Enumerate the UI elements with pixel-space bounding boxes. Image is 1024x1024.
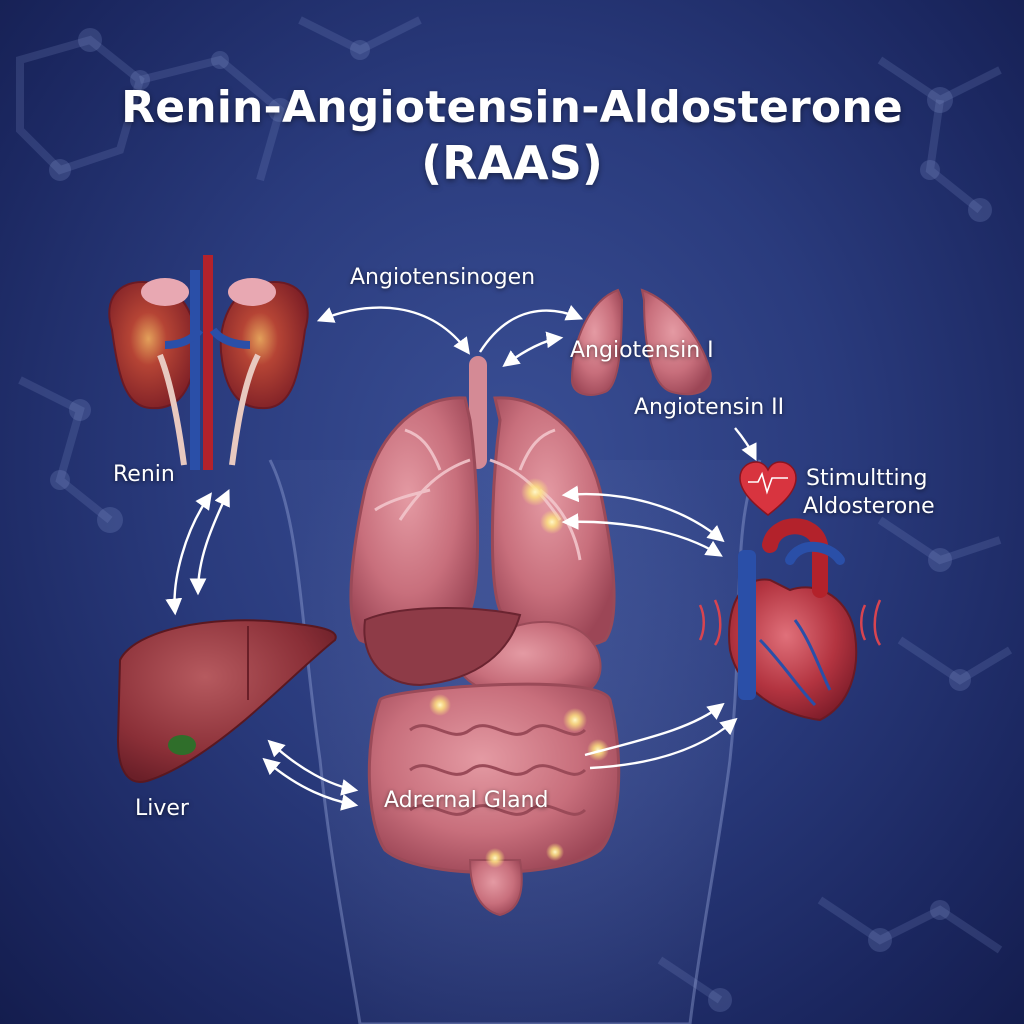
title-line-1: Renin-Angiotensin-Aldosterone xyxy=(121,82,903,133)
intestines-icon xyxy=(367,682,621,917)
heart-organ-icon xyxy=(698,518,882,722)
arrow-adrenal-heart-1 xyxy=(584,702,725,757)
heart-icon xyxy=(739,461,797,516)
label-adrenal-gland: Adrernal Gland xyxy=(384,788,549,813)
arrow-liver-adrenal-2 xyxy=(262,757,359,811)
central-liver-icon xyxy=(363,607,522,687)
lungs-small-icon xyxy=(570,288,712,396)
arrow-kidney-to-angiotensinogen xyxy=(316,306,470,355)
label-angiotensinogen: Angiotensinogen xyxy=(350,265,536,290)
pathway-arrows xyxy=(165,304,757,811)
label-liver: Liver xyxy=(135,796,189,821)
arrow-angiotensin-ii-to-heart xyxy=(734,427,757,462)
label-angiotensin-i: Angiotensin I xyxy=(570,338,714,363)
title-line-2: (RAAS) xyxy=(421,136,603,190)
molecule-network-icon xyxy=(16,16,1013,1004)
label-stimulating-line-2: Aldosterone xyxy=(803,494,935,519)
arrow-angiotensin-i xyxy=(502,331,564,368)
arrow-lungs-heart-2 xyxy=(561,513,723,557)
arrow-renin-liver-2 xyxy=(189,488,230,596)
activity-glows xyxy=(429,478,609,868)
molecule-nodes xyxy=(49,28,992,1012)
label-stimulating-line-1: Stimultting xyxy=(806,466,928,491)
arrow-angiotensinogen-to-lungs xyxy=(478,304,584,353)
label-angiotensin-ii: Angiotensin II xyxy=(634,395,785,420)
liver-icon xyxy=(116,619,337,783)
arrow-adrenal-heart-2 xyxy=(589,717,738,770)
label-renin: Renin xyxy=(113,462,175,487)
kidneys-icon xyxy=(108,255,309,470)
lungs-large-icon xyxy=(349,356,616,648)
